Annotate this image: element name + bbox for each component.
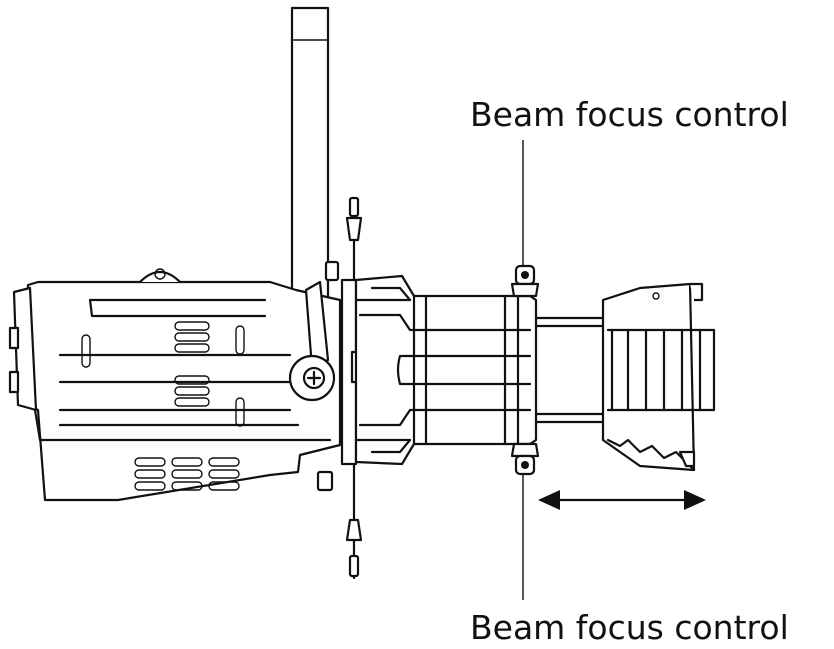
yoke-lock-handle bbox=[288, 280, 336, 402]
focus-travel-arrow bbox=[538, 490, 706, 510]
focus-knob-bottom bbox=[510, 442, 540, 476]
beam-focus-control-label-bottom: Beam focus control bbox=[470, 608, 789, 647]
focus-knob-top bbox=[510, 264, 540, 298]
rear-housing bbox=[8, 260, 342, 502]
focus-rods bbox=[534, 316, 607, 424]
front-nose bbox=[601, 282, 716, 472]
lens-barrel bbox=[354, 274, 538, 466]
beam-focus-control-label-top: Beam focus control bbox=[470, 95, 789, 134]
